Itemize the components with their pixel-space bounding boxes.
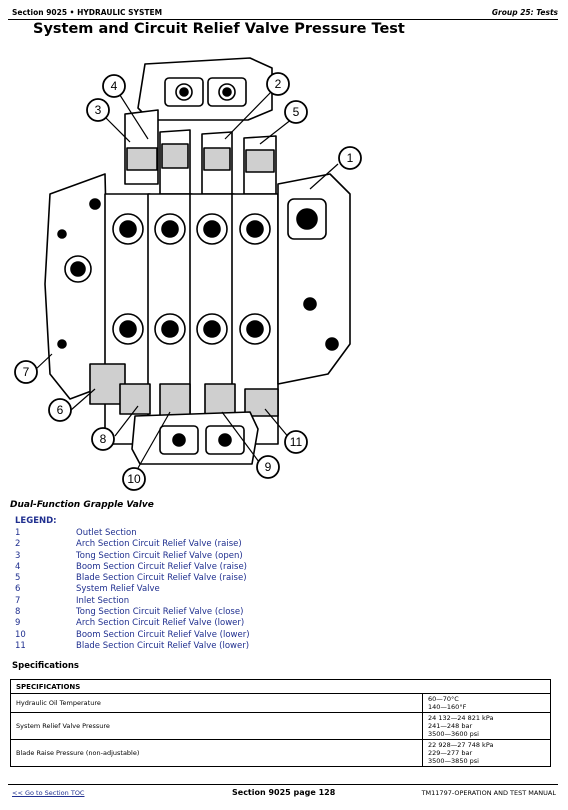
legend-item-label: Boom Section Circuit Relief Valve (raise… [76,561,248,572]
callout-2: 2 [275,77,282,91]
valve-illustration: 1 2 3 4 5 6 7 8 9 10 11 [14,57,362,491]
legend-item: 3 Tong Section Circuit Relief Valve (open… [15,551,315,562]
legend-item: 5 Blade Section Circuit Relief Valve (rai… [15,573,315,584]
callout-5: 5 [293,105,300,119]
legend-item: 11 Blade Section Circuit Relief Valve (lo… [15,641,315,652]
legend-item-label: Arch Section Circuit Relief Valve (lower… [76,618,245,629]
legend-item-label: Outlet Section [76,528,137,538]
legend-item-number: 9 [15,618,21,629]
callout-6: 6 [57,403,64,417]
legend-item: 8 Tong Section Circuit Relief Valve (clos… [15,607,315,618]
callout-9: 9 [265,460,272,474]
spec-value: 3500—3850 psi [428,757,479,765]
spec-value: 229—277 bar [428,749,473,757]
legend-item: 7 Inlet Section [15,596,315,607]
spec-name: System Relief Valve Pressure [10,712,423,740]
manual-name: TM11797-OPERATION AND TEST MANUAL [421,789,556,797]
callout-4: 4 [111,79,118,93]
legend-item-label: Blade Section Circuit Relief Valve (lowe… [76,640,250,651]
legend-item: 2 Arch Section Circuit Relief Valve (rais… [15,539,315,550]
legend-item: 9 Arch Section Circuit Relief Valve (lowe… [15,618,315,629]
spec-value: 140—160°F [428,703,467,711]
legend-item-number: 5 [15,573,21,584]
spec-value: 24 132—24 821 kPa [428,714,494,722]
spec-value: 241—248 bar [428,722,473,730]
legend-item-label: System Relief Valve [76,584,160,595]
legend-item: 10 Boom Section Circuit Relief Valve (low… [15,630,315,641]
header-section: Section 9025 • HYDRAULIC SYSTEM [12,8,163,17]
page-header: Section 9025 • HYDRAULIC SYSTEM Group 25… [8,6,558,20]
spec-value: 60—70°C [428,695,459,703]
callout-10: 10 [127,472,141,486]
legend-item-label: Inlet Section [76,595,130,606]
spec-name: Hydraulic Oil Temperature [10,693,423,713]
spec-name: Blade Raise Pressure (non-adjustable) [10,739,423,767]
legend-item-label: Tong Section Circuit Relief Valve (close… [76,607,244,618]
header-group: Group 25: Tests [491,8,558,17]
callout-8: 8 [100,432,107,446]
page-title: System and Circuit Relief Valve Pressure… [33,21,405,37]
legend-item-number: 7 [15,595,21,606]
figure-caption: Dual-Function Grapple Valve [10,500,154,510]
spec-value: 22 928—27 748 kPa [428,741,494,749]
toc-link[interactable]: << Go to Section TOC [12,789,85,797]
callout-11: 11 [290,435,303,449]
page-number: Section 9025 page 128 [232,788,336,797]
legend-item-label: Arch Section Circuit Relief Valve (raise… [76,539,242,550]
spec-value: 3500—3600 psi [428,730,479,738]
header-rule [8,19,558,20]
legend-item-number: 6 [15,584,21,595]
specifications-heading: Specifications [12,661,79,671]
legend-item-number: 8 [15,607,21,618]
legend-item-number: 3 [15,550,21,561]
specifications-table: SPECIFICATIONS Hydraulic Oil Temperature… [10,679,551,767]
footer-rule [8,784,558,785]
spec-row: Blade Raise Pressure (non-adjustable)22 … [10,739,551,767]
legend-item-number: 2 [15,539,21,550]
callout-3: 3 [95,103,102,117]
legend-title: LEGEND: [15,516,57,526]
legend-item-number: 4 [15,561,21,572]
legend-item-number: 1 [15,528,21,538]
page-footer: << Go to Section TOC Section 9025 page 1… [10,788,556,801]
callout-1: 1 [347,151,354,165]
legend-item: 1 Outlet Section [15,528,315,539]
legend-item-number: 11 [15,640,26,651]
legend-item-number: 10 [15,629,26,640]
spec-table-header-row: SPECIFICATIONS [10,679,551,694]
legend-item: 4 Boom Section Circuit Relief Valve (rais… [15,562,315,573]
spec-table-title: SPECIFICATIONS [10,679,551,694]
legend-item: 6 System Relief Valve [15,584,315,595]
legend-item-label: Blade Section Circuit Relief Valve (rais… [76,573,247,584]
legend-item-label: Boom Section Circuit Relief Valve (lower… [76,629,250,640]
callout-7: 7 [23,365,30,379]
legend-item-label: Tong Section Circuit Relief Valve (open) [76,550,243,561]
